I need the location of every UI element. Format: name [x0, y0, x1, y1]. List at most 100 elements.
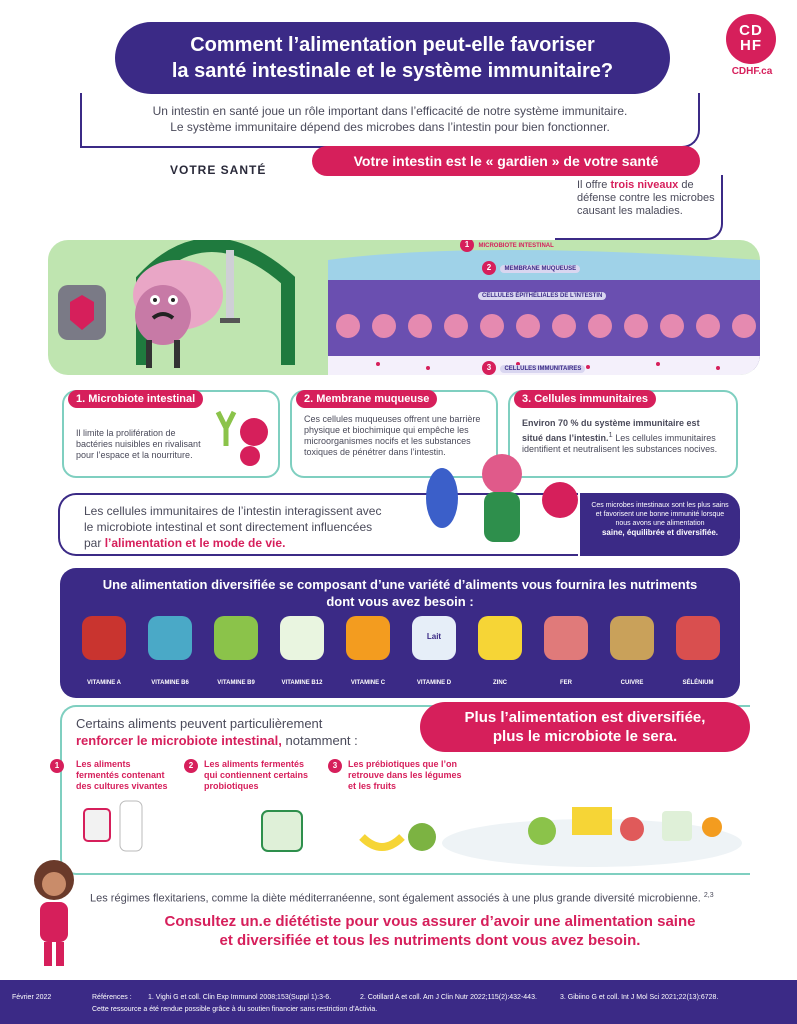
nutrient-vitamine-d: Lait VITAMINE D — [402, 616, 466, 686]
logo-url[interactable]: CDHF.ca — [731, 66, 773, 77]
foods-illustration — [83, 800, 742, 867]
consult-line-1: Consultez un.e diététiste pour vous assu… — [164, 913, 696, 930]
orange-icon — [346, 616, 390, 660]
nutrient-label: VITAMINE B6 — [151, 680, 189, 686]
nutrient-label: VITAMINE B12 — [281, 680, 323, 686]
nutrient-label: FER — [560, 680, 572, 686]
yogurt-icon — [280, 616, 324, 660]
nutrient-vitamine-a: VITAMINE A — [72, 616, 136, 686]
interaction-box: Les cellules immunitaires de l’intestin … — [58, 493, 578, 556]
interaction-line-2: le microbiote intestinal et sont directe… — [84, 520, 373, 534]
certains-intro: Certains aliments peuvent particulièreme… — [76, 715, 358, 749]
intro-line-2: Le système immunitaire dépend des microb… — [170, 120, 610, 134]
microbes-note-text: Ces microbes intestinaux sont les plus s… — [591, 502, 729, 527]
consult-message: Consultez un.e diététiste pour vous assu… — [90, 912, 770, 950]
gardien-text-bold: trois niveaux — [610, 179, 679, 191]
hero-label-1-text: MICROBIOTE INTESTINAL — [478, 243, 554, 249]
interaction-bold: l’alimentation et le mode de vie. — [104, 536, 286, 550]
section-microbiote-text: Il limite la prolifération de bactéries … — [76, 428, 201, 460]
certains-num-1: 1 — [50, 759, 64, 773]
nutrient-vitamine-b12: VITAMINE B12 — [270, 616, 334, 686]
certains-text-1: Les aliments fermentés contenant des cul… — [76, 759, 168, 791]
page-title: Comment l’alimentation peut-elle favoris… — [115, 22, 670, 94]
title-line-2: la santé intestinale et le système immun… — [171, 60, 614, 82]
bacteria-icon — [215, 410, 268, 466]
certains-item-2: 2 Les aliments fermentés qui contiennent… — [184, 759, 314, 792]
characters-illustration — [426, 454, 578, 542]
footer-ref-label: Références : — [92, 994, 132, 1001]
nutrients-band: Une alimentation diversifiée se composan… — [60, 568, 740, 698]
flexitarian-text: Les régimes flexitariens, comme la diète… — [90, 892, 780, 905]
pill-line-2: plus le microbiote le sera. — [492, 728, 678, 745]
woman-character — [34, 860, 74, 966]
certains-item-3: 3 Les prébiotiques que l’on retrouve dan… — [328, 759, 462, 792]
consult-line-2: et diversifiée et tous les nutriments do… — [219, 932, 641, 949]
certains-text-3: Les prébiotiques que l’on retrouve dans … — [348, 759, 462, 791]
cheese-icon — [478, 616, 522, 660]
microbes-note-bold: saine, équilibrée et diversifiée. — [601, 528, 719, 537]
cdhf-logo[interactable]: CD HF — [726, 14, 776, 64]
interaction-prefix: par — [84, 536, 105, 550]
nutrient-label: SÉLÉNIUM — [682, 680, 714, 686]
hero-label-1: 1 MICROBIOTE INTESTINAL — [460, 240, 554, 252]
hero-num-2: 2 — [482, 261, 496, 275]
nutrients-title-2: dont vous avez besoin : — [326, 594, 474, 609]
pepper-icon — [82, 616, 126, 660]
section-immunitaires-head: 3. Cellules immunitaires — [514, 390, 656, 408]
nutrient-selenium: SÉLÉNIUM — [666, 616, 730, 686]
hero-label-3: 3 CELLULES IMMUNITAIRES — [482, 357, 586, 375]
footer-ref-3: 3. Gibiino G et coll. Int J Mol Sci 2021… — [560, 994, 719, 1001]
footer-date: Février 2022 — [12, 994, 52, 1001]
certains-item-1: 1 Les aliments fermentés contenant des c… — [50, 759, 170, 792]
nutrient-label: VITAMINE B9 — [217, 680, 255, 686]
nutrient-label: ZINC — [493, 680, 507, 686]
nutrient-label: CUIVRE — [620, 680, 644, 686]
section-immunitaires-text: Environ 70 % du système immunitaire est … — [522, 418, 718, 455]
footer-ref-2: 2. Cotillard A et coll. Am J Clin Nutr 2… — [360, 994, 537, 1001]
section-immunitaires-bold: Environ 70 % du système immunitaire est … — [522, 418, 700, 443]
hero-num-3: 3 — [482, 361, 496, 375]
hero-label-2: 2 MEMBRANE MUQUEUSE — [482, 257, 581, 275]
gardien-banner: Votre intestin est le « gardien » de vot… — [312, 146, 700, 176]
certains-line-2-bold: renforcer le microbiote intestinal, — [76, 733, 282, 748]
nutrient-vitamine-b6: VITAMINE B6 — [138, 616, 202, 686]
flexitarian-body: Les régimes flexitariens, comme la diète… — [90, 892, 701, 905]
interaction-line-3: par l’alimentation et le mode de vie. — [84, 535, 564, 551]
meat-icon — [544, 616, 588, 660]
fish-icon — [148, 616, 192, 660]
hero-label-epith: CELLULES ÉPITHÉLIALES DE L’INTESTIN — [478, 284, 607, 302]
milk-label: Lait — [426, 632, 442, 641]
nutrient-label: VITAMINE C — [350, 680, 386, 686]
certains-line-1: Certains aliments peuvent particulièreme… — [76, 716, 323, 731]
nuts-icon — [610, 616, 654, 660]
section-microbiote: 1. Microbiote intestinal Il limite la pr… — [62, 390, 280, 478]
section-membrane-text: Ces cellules muqueuses offrent une barri… — [304, 414, 481, 457]
intro-box: Un intestin en santé joue un rôle import… — [80, 93, 700, 148]
logo-text-1: CD — [739, 22, 763, 39]
interaction-line-1: Les cellules immunitaires de l’intestin … — [84, 504, 382, 518]
footer-sponsor: Cette ressource a été rendue possible gr… — [92, 1006, 378, 1013]
votre-sante-arch-label: VOTRE SANTÉ — [170, 163, 267, 177]
pill-line-1: Plus l’alimentation est diversifiée, — [464, 709, 706, 726]
nutrient-vitamine-c: VITAMINE C — [336, 616, 400, 686]
intro-line-1: Un intestin en santé joue un rôle import… — [152, 104, 628, 118]
banana-icon — [214, 616, 258, 660]
milk-carton-icon: Lait — [412, 616, 456, 660]
nutrient-zinc: ZINC — [468, 616, 532, 686]
section-immunitaires-body: Les cellules immunitaires identifient et… — [522, 433, 718, 454]
nutrient-cuivre: CUIVRE — [600, 616, 664, 686]
certains-line-2: renforcer le microbiote intestinal, nota… — [76, 732, 358, 749]
hero-num-1: 1 — [460, 240, 474, 252]
ref-sup-2-3: 2,3 — [703, 892, 714, 899]
nutrient-label: VITAMINE D — [416, 680, 452, 686]
nutrient-vitamine-b9: VITAMINE B9 — [204, 616, 268, 686]
hero-label-2-text: MEMBRANE MUQUEUSE — [500, 265, 581, 273]
section-immunitaires: 3. Cellules immunitaires Environ 70 % du… — [508, 390, 738, 478]
certains-line-2-after: notamment : — [281, 733, 358, 748]
section-membrane: 2. Membrane muqueuse Ces cellules muqueu… — [290, 390, 498, 478]
certains-aliments-box: Certains aliments peuvent particulièreme… — [50, 705, 750, 875]
ref-sup-1: 1 — [608, 430, 613, 439]
hero-illustration: 1 MICROBIOTE INTESTINAL 2 MEMBRANE MUQUE… — [48, 240, 760, 375]
canned-fish-icon — [676, 616, 720, 660]
microbes-note: Ces microbes intestinaux sont les plus s… — [580, 493, 740, 556]
